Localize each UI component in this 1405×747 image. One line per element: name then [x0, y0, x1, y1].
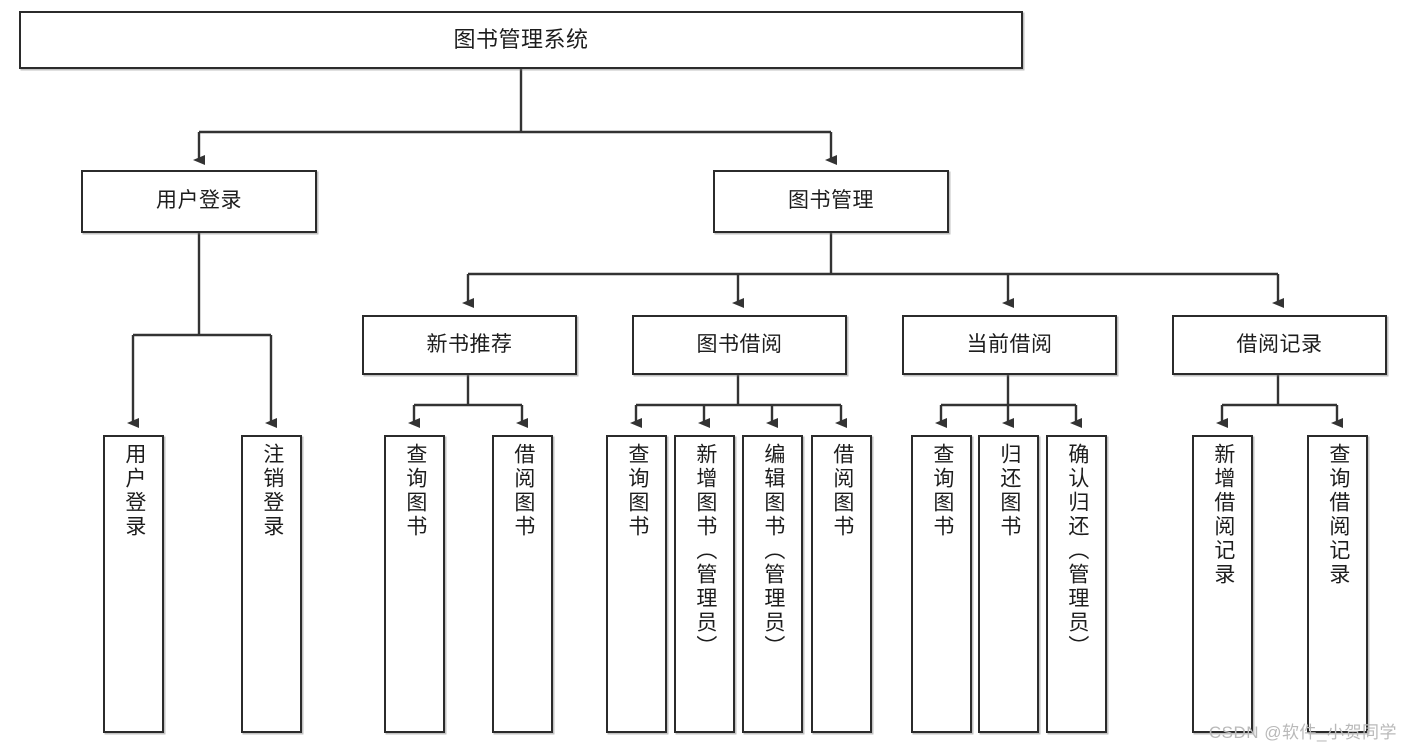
- node-user-login-label: 用户登录: [156, 189, 242, 213]
- node-current-borrow[interactable]: 当前借阅: [902, 315, 1117, 375]
- node-leaf-query-book-1-label: 查询图书: [403, 443, 427, 539]
- node-leaf-borrow-book-1-label: 借阅图书: [511, 443, 535, 539]
- node-new-book-recommend-label: 新书推荐: [426, 332, 513, 356]
- node-leaf-borrow-book-1[interactable]: 借阅图书: [492, 435, 553, 733]
- node-leaf-edit-book-label: 编辑图书（管理员）: [761, 443, 785, 659]
- node-leaf-user-logout[interactable]: 注销登录: [241, 435, 302, 733]
- node-leaf-query-book-2[interactable]: 查询图书: [606, 435, 667, 733]
- node-book-borrow-label: 图书借阅: [696, 332, 783, 356]
- node-leaf-query-record[interactable]: 查询借阅记录: [1307, 435, 1368, 733]
- node-root-label: 图书管理系统: [453, 27, 589, 53]
- node-leaf-return-book[interactable]: 归还图书: [978, 435, 1039, 733]
- node-leaf-query-book-1[interactable]: 查询图书: [384, 435, 445, 733]
- node-leaf-confirm-return-label: 确认归还（管理员）: [1065, 443, 1089, 659]
- node-current-borrow-label: 当前借阅: [966, 332, 1053, 356]
- node-leaf-query-book-3-label: 查询图书: [930, 443, 954, 539]
- node-leaf-query-book-3[interactable]: 查询图书: [911, 435, 972, 733]
- node-leaf-query-record-label: 查询借阅记录: [1326, 443, 1350, 587]
- node-borrow-record[interactable]: 借阅记录: [1172, 315, 1387, 375]
- node-leaf-user-login[interactable]: 用户登录: [103, 435, 164, 733]
- node-book-manage[interactable]: 图书管理: [713, 170, 949, 233]
- node-leaf-add-record[interactable]: 新增借阅记录: [1192, 435, 1253, 733]
- node-leaf-borrow-book-2-label: 借阅图书: [830, 443, 854, 539]
- node-root[interactable]: 图书管理系统: [19, 11, 1023, 69]
- node-new-book-recommend[interactable]: 新书推荐: [362, 315, 577, 375]
- node-leaf-add-book-label: 新增图书（管理员）: [693, 443, 717, 659]
- node-book-manage-label: 图书管理: [788, 189, 874, 213]
- node-leaf-return-book-label: 归还图书: [997, 443, 1021, 539]
- node-leaf-edit-book[interactable]: 编辑图书（管理员）: [742, 435, 803, 733]
- node-user-login[interactable]: 用户登录: [81, 170, 317, 233]
- node-book-borrow[interactable]: 图书借阅: [632, 315, 847, 375]
- node-borrow-record-label: 借阅记录: [1236, 332, 1323, 356]
- node-leaf-user-login-label: 用户登录: [122, 443, 146, 539]
- watermark-text: CSDN @软件_小贺同学: [1208, 723, 1397, 742]
- node-leaf-user-logout-label: 注销登录: [260, 443, 284, 539]
- node-leaf-query-book-2-label: 查询图书: [625, 443, 649, 539]
- node-leaf-add-book[interactable]: 新增图书（管理员）: [674, 435, 735, 733]
- node-leaf-borrow-book-2[interactable]: 借阅图书: [811, 435, 872, 733]
- node-leaf-add-record-label: 新增借阅记录: [1211, 443, 1235, 587]
- node-leaf-confirm-return[interactable]: 确认归还（管理员）: [1046, 435, 1107, 733]
